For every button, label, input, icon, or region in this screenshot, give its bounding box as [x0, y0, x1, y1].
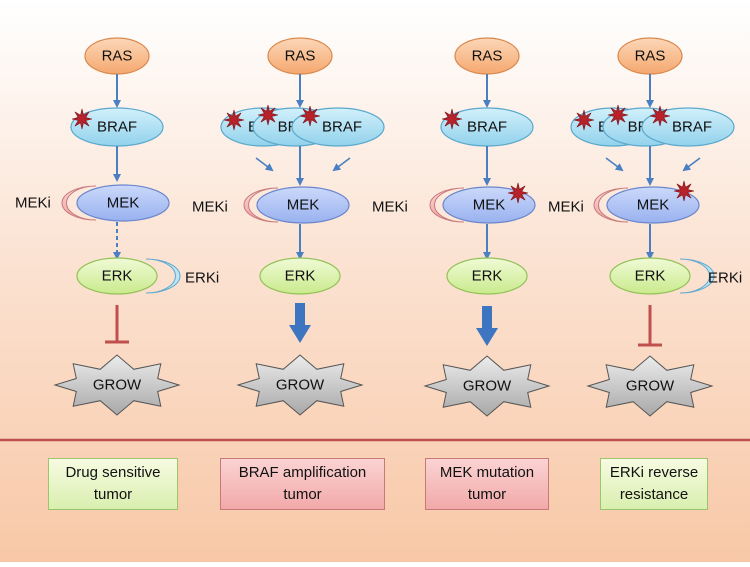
caption-mek-mutation: MEK mutation tumor [425, 458, 549, 510]
erk-label: ERK [102, 268, 133, 285]
meki-label: MEKi [372, 199, 408, 216]
arrow-braf-extra-left [255, 157, 274, 172]
erk-node [259, 257, 341, 295]
meki-inhibitor [429, 187, 465, 223]
mek-node [76, 184, 170, 222]
ras-label: RAS [102, 48, 133, 65]
erk-label: ERK [285, 268, 316, 285]
erk-label: ERK [472, 268, 503, 285]
mek-node [442, 186, 536, 224]
mek-label: MEK [107, 195, 140, 212]
braf-label-front: BRAF [672, 119, 712, 136]
ras-label: RAS [472, 48, 503, 65]
mek-node [606, 186, 700, 224]
mek-label: MEK [473, 197, 506, 214]
grow-shape [53, 354, 181, 416]
mutation-star [71, 108, 93, 130]
meki-label: MEKi [15, 195, 51, 212]
braf-label: BRAF [97, 119, 137, 136]
braf-node-front [291, 107, 385, 147]
erki-inhibitor [145, 258, 181, 294]
mek-label: MEK [287, 197, 320, 214]
erk-grow-activation [289, 303, 311, 343]
erk-node [609, 257, 691, 295]
braf-node-front [641, 107, 735, 147]
mutation-star [573, 109, 595, 131]
ras-label: RAS [635, 48, 666, 65]
mutation-star [607, 104, 629, 126]
grow-label: GROW [276, 377, 325, 394]
erki-label: ERKi [185, 270, 219, 287]
meki-inhibitor [593, 187, 629, 223]
grow-label: GROW [626, 378, 675, 395]
grow-shape [423, 355, 551, 417]
grow-label: GROW [93, 377, 142, 394]
erk-label: ERK [635, 268, 666, 285]
mutation-star [223, 109, 245, 131]
mutation-star [673, 180, 695, 202]
erki-label: ERKi [708, 270, 742, 287]
arrow-braf-extra-left [605, 157, 624, 172]
mutation-star [257, 104, 279, 126]
caption-drug-sensitive: Drug sensitive tumor [48, 458, 178, 510]
mutation-star [299, 105, 321, 127]
meki-label: MEKi [192, 199, 228, 216]
caption-braf-amplification: BRAF amplification tumor [220, 458, 385, 510]
arrow-braf-extra-right [682, 157, 701, 172]
braf-label-front: BRAF [322, 119, 362, 136]
meki-inhibitor [243, 187, 279, 223]
meki-label: MEKi [548, 199, 584, 216]
braf-label: BRAF [467, 119, 507, 136]
mek-node [256, 186, 350, 224]
erk-node [446, 257, 528, 295]
mutation-star [441, 108, 463, 130]
mutation-star [507, 182, 529, 204]
mek-label: MEK [637, 197, 670, 214]
erk-grow-activation [476, 306, 498, 346]
arrow-braf-extra-right [332, 157, 351, 172]
caption-erki-reverse-resistance: ERKi reverse resistance [600, 458, 708, 510]
ras-label: RAS [285, 48, 316, 65]
grow-shape [586, 355, 714, 417]
mutation-star [649, 105, 671, 127]
grow-shape [236, 354, 364, 416]
erk-node [76, 257, 158, 295]
meki-inhibitor [61, 185, 97, 221]
erki-inhibitor [679, 258, 715, 294]
grow-label: GROW [463, 378, 512, 395]
